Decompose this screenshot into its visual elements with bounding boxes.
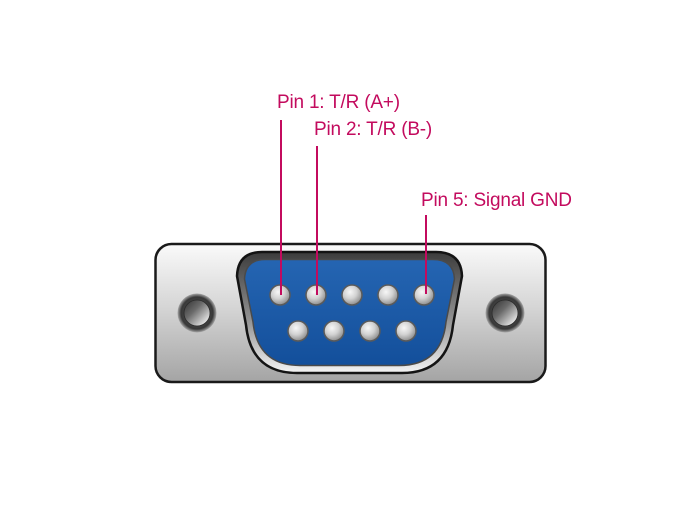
pin1-label: Pin 1: T/R (A+) [277, 92, 400, 113]
screw-hole-left [177, 293, 217, 333]
pin-row-top [269, 284, 435, 306]
leader-line-pin5 [425, 215, 427, 294]
pin-7 [323, 320, 345, 342]
pin5-label: Pin 5: Signal GND [421, 190, 572, 211]
screw-hole-right [485, 293, 525, 333]
pin-3 [341, 284, 363, 306]
pin-6 [287, 320, 309, 342]
pin2-label: Pin 2: T/R (B-) [314, 119, 433, 140]
pin-4 [377, 284, 399, 306]
pin-8 [359, 320, 381, 342]
leader-line-pin1 [280, 120, 282, 295]
pin-9 [395, 320, 417, 342]
pin-row-bottom [287, 320, 417, 342]
pin-5 [413, 284, 435, 306]
leader-line-pin2 [316, 146, 318, 295]
d-shape-insert [243, 258, 456, 367]
